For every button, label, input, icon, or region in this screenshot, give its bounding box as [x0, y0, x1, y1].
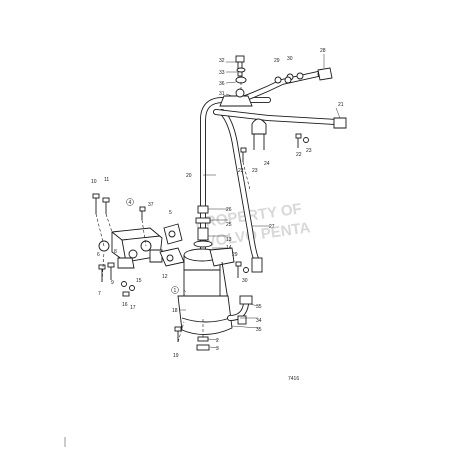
top-bracket	[219, 55, 253, 107]
callout-35b: 35	[256, 327, 262, 333]
callout-24: 24	[264, 161, 270, 167]
callout-30b: 30	[242, 278, 248, 284]
callout-23a: 23	[252, 168, 258, 174]
drain-bolt	[196, 336, 210, 351]
callout-9: 9	[111, 280, 114, 286]
cross-pipe	[213, 109, 339, 125]
callout-28: 28	[320, 48, 326, 54]
mounting-bracket	[177, 295, 233, 335]
callout-26: 26	[226, 207, 232, 213]
callout-20: 20	[186, 173, 192, 179]
callout-36: 36	[219, 81, 225, 87]
callout-37: 37	[148, 202, 154, 208]
callout-22b: 22	[296, 152, 302, 158]
gasket	[163, 223, 183, 245]
callout-31: 31	[219, 91, 225, 97]
bolts	[92, 76, 309, 342]
side-fitting	[251, 257, 263, 273]
callout-4: 4	[129, 200, 132, 206]
callout-35a: 35	[256, 304, 262, 310]
callout-23b: 23	[306, 148, 312, 154]
callout-11: 11	[104, 177, 109, 183]
hose-elbow	[227, 295, 253, 325]
callout-25: 25	[226, 222, 232, 228]
callout-34: 34	[256, 318, 262, 324]
callout-3: 3	[216, 346, 219, 352]
callout-10: 10	[91, 179, 97, 185]
callout-14: 14	[226, 245, 232, 251]
pipe-clamp	[251, 118, 267, 150]
callout-6: 6	[97, 252, 100, 258]
callout-2: 2	[216, 338, 219, 344]
callout-32: 32	[219, 58, 225, 64]
callout-22a: 22	[238, 168, 244, 174]
callout-15: 15	[136, 278, 142, 284]
callout-27: 27	[269, 224, 275, 230]
pipe-connector	[193, 205, 213, 248]
callout-33: 33	[219, 70, 225, 76]
callout-19: 19	[173, 353, 179, 359]
callout-21: 21	[338, 102, 344, 108]
callout-30a: 30	[287, 56, 293, 62]
right-hose	[219, 109, 261, 265]
callout-17: 17	[130, 305, 136, 311]
callout-16: 16	[122, 302, 128, 308]
callout-13: 13	[226, 237, 232, 243]
callout-12: 12	[162, 274, 168, 280]
leader-lines	[180, 54, 341, 349]
assembly-lines	[95, 82, 251, 343]
callout-8: 8	[114, 249, 117, 255]
figure-number: 7416	[288, 376, 299, 382]
callout-29b: 29	[232, 252, 238, 258]
end-fittings	[286, 67, 347, 129]
callout-5: 5	[169, 210, 172, 216]
callout-29a: 29	[274, 58, 280, 64]
callout-1: 1	[174, 288, 177, 294]
callouts: 1 2 3 4 5 6 7 8 9 10 11 12 13 14 15 16 1…	[91, 48, 344, 359]
callout-7: 7	[98, 291, 101, 297]
flange-connector	[159, 247, 185, 267]
callout-18: 18	[172, 308, 178, 314]
adapter-block	[98, 227, 163, 269]
